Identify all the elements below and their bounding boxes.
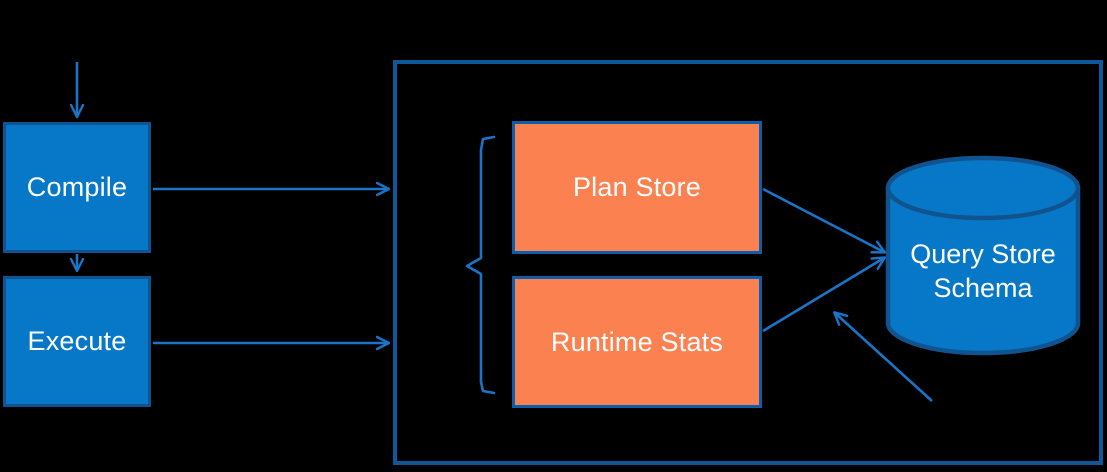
execute-node: Execute — [3, 276, 151, 407]
compile-label: Compile — [26, 172, 128, 202]
query-store-schema-label: Query Store Schema — [910, 239, 1056, 303]
arrow-bottom-to-schema — [835, 313, 933, 402]
arrow-runtime-stats-to-schema — [762, 258, 884, 333]
group-brace — [465, 135, 496, 395]
runtime-stats-label: Runtime Stats — [550, 326, 724, 357]
query-store-outer-box — [393, 60, 1103, 465]
database-cylinder-icon — [885, 155, 1081, 356]
plan-store-label: Plan Store — [572, 172, 702, 202]
arrow-plan-store-to-schema — [762, 187, 884, 252]
compile-node: Compile — [3, 122, 151, 253]
runtime-stats-node: Runtime Stats — [512, 276, 762, 408]
execute-label: Execute — [27, 326, 127, 356]
plan-store-node: Plan Store — [512, 121, 762, 254]
